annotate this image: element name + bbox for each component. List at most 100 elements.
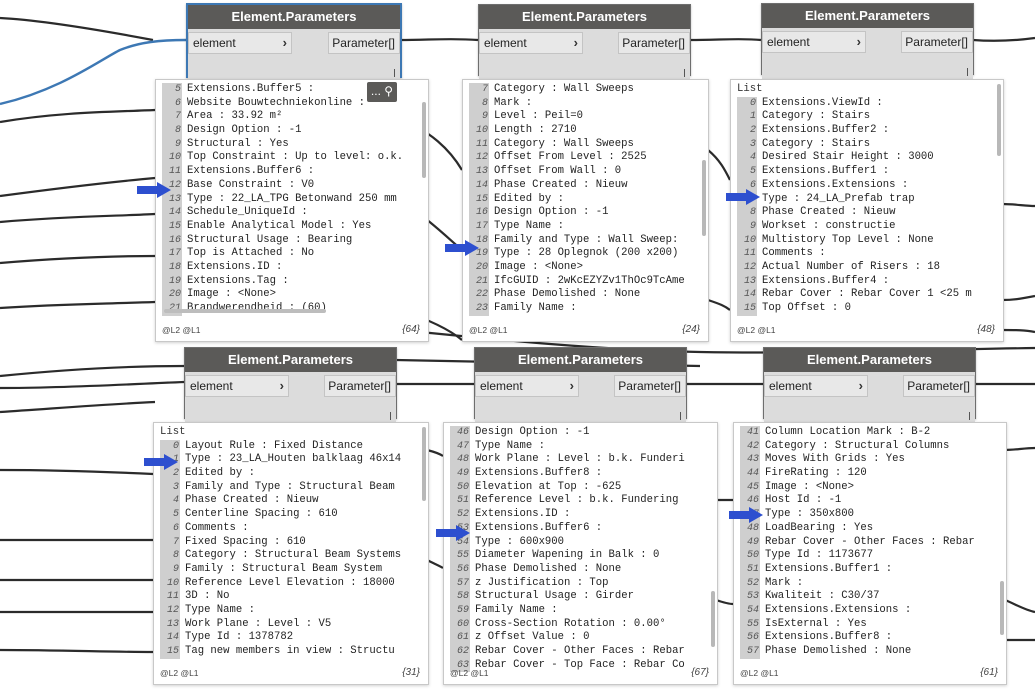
input-port-element[interactable]: element› <box>762 31 866 53</box>
wire[interactable] <box>399 38 479 42</box>
vertical-scrollbar[interactable] <box>997 84 1001 156</box>
wire[interactable] <box>0 648 154 654</box>
output-port-parameters[interactable]: Parameter[] <box>903 375 975 397</box>
wire[interactable] <box>1004 446 1035 452</box>
wire[interactable] <box>707 149 731 181</box>
input-port-element[interactable]: element› <box>188 32 292 54</box>
wire[interactable] <box>0 254 156 265</box>
wire[interactable] <box>0 400 156 414</box>
input-port-element[interactable]: element› <box>479 32 583 54</box>
output-port-parameters[interactable]: Parameter[] <box>901 31 973 53</box>
input-port-element[interactable]: element› <box>764 375 868 397</box>
input-port-element[interactable]: element› <box>185 375 289 397</box>
preview-toolbar[interactable]: ... ⚲ <box>367 82 397 102</box>
output-port-parameters[interactable]: Parameter[] <box>618 32 690 54</box>
node-title[interactable]: Element.Parameters <box>185 348 396 372</box>
vertical-scrollbar[interactable] <box>711 591 715 647</box>
wire[interactable] <box>0 212 156 224</box>
horizontal-scrollbar[interactable] <box>164 309 326 313</box>
wire[interactable] <box>1001 294 1035 302</box>
wire[interactable] <box>1001 202 1035 208</box>
wire[interactable] <box>707 298 731 311</box>
wire[interactable] <box>715 598 734 606</box>
element-parameters-node[interactable]: Element.Parameters element› Parameter[] <box>186 3 402 81</box>
list-levels[interactable]: @L2 @L1 <box>740 668 779 678</box>
list-levels[interactable]: @L2 @L1 <box>450 668 489 678</box>
output-port-parameters[interactable]: Parameter[] <box>328 32 400 54</box>
wire[interactable] <box>0 468 154 476</box>
element-parameters-node[interactable]: Element.Parameters element› Parameter[] <box>184 347 397 424</box>
list-levels[interactable]: @L2 @L1 <box>737 325 776 335</box>
output-port-parameters[interactable]: Parameter[] <box>614 375 686 397</box>
input-port-element[interactable]: element› <box>475 375 579 397</box>
wire[interactable] <box>972 36 1035 42</box>
vertical-scrollbar[interactable] <box>702 160 706 236</box>
wire[interactable] <box>689 38 762 42</box>
wire[interactable] <box>0 108 156 124</box>
